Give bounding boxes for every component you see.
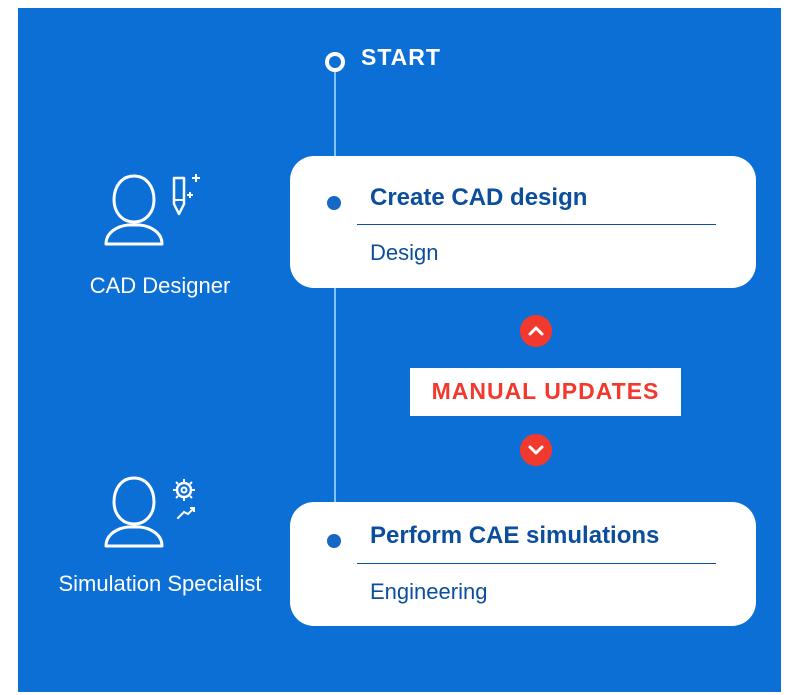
chevron-up-icon bbox=[520, 315, 552, 347]
designer-pencil-icon bbox=[104, 174, 200, 246]
manual-updates-label: MANUAL UPDATES bbox=[431, 378, 660, 404]
step-title: Create CAD design bbox=[370, 184, 588, 211]
divider bbox=[357, 563, 716, 564]
step-card-cad-design: Create CAD design Design bbox=[290, 156, 756, 288]
step-department: Design bbox=[370, 240, 439, 265]
chevron-down-icon bbox=[520, 434, 552, 466]
manual-updates-box: MANUAL UPDATES bbox=[410, 368, 681, 416]
simulation-gear-icon bbox=[104, 476, 195, 548]
timeline-dot-icon bbox=[327, 534, 341, 548]
step-title: Perform CAE simulations bbox=[370, 522, 660, 549]
start-label: START bbox=[361, 44, 441, 70]
start-node-icon bbox=[325, 52, 345, 72]
timeline-dot-icon bbox=[327, 196, 341, 210]
timeline-line bbox=[334, 67, 336, 537]
role-cad-designer: CAD Designer bbox=[89, 273, 231, 298]
divider bbox=[357, 224, 716, 225]
step-department: Engineering bbox=[370, 579, 488, 604]
step-card-cae-simulations: Perform CAE simulations Engineering bbox=[290, 502, 756, 626]
role-simulation-specialist: Simulation Specialist bbox=[58, 571, 262, 596]
